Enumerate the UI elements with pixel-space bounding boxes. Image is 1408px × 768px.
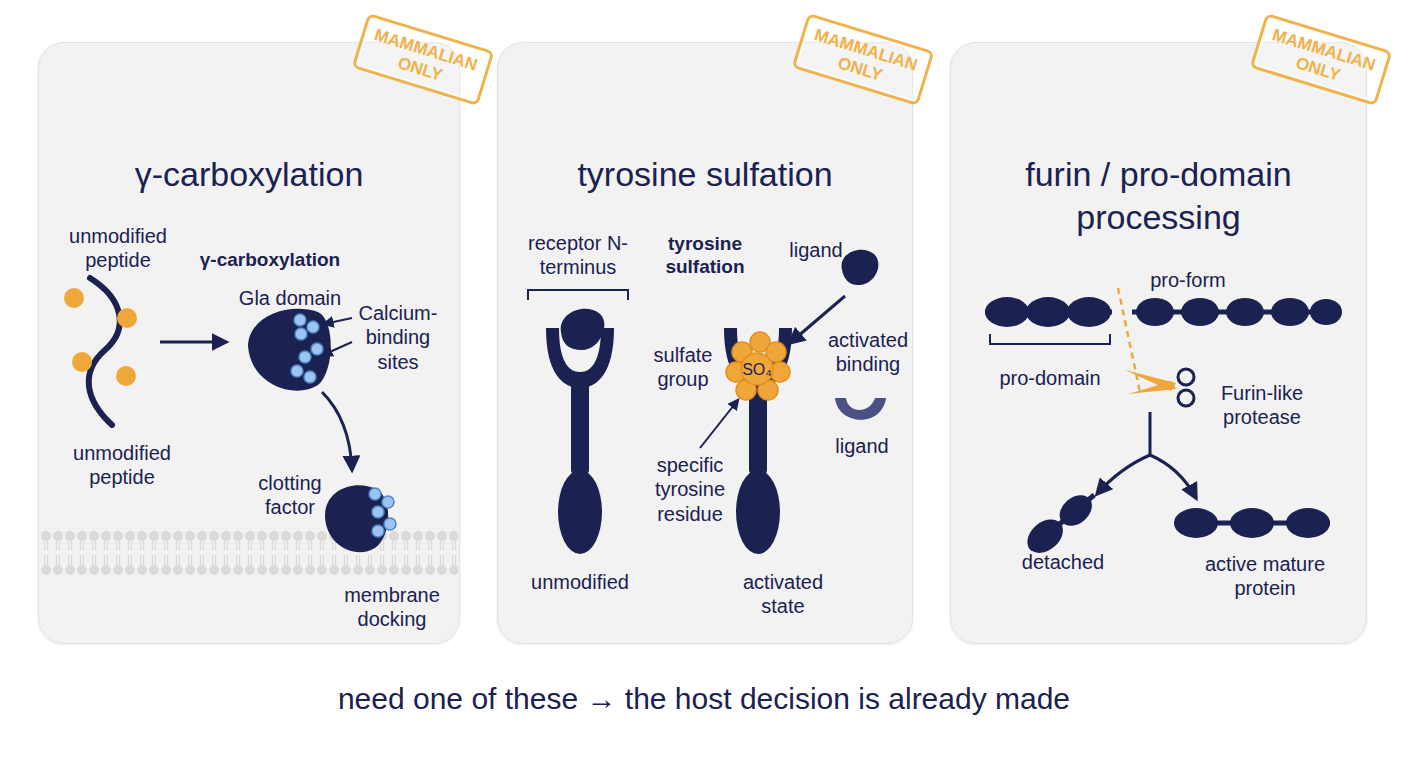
calcium-sites xyxy=(291,314,323,383)
carboxylation-illustration xyxy=(40,278,458,576)
binding-arrow xyxy=(790,296,845,343)
stamp-badge: MAMMALIAN ONLY xyxy=(792,13,935,106)
stamp-badge: MAMMALIAN ONLY xyxy=(1250,13,1393,106)
furin-illustration xyxy=(985,288,1342,560)
process-arrow xyxy=(322,392,352,470)
receptor-shape xyxy=(724,328,792,554)
sulfation-illustration xyxy=(528,250,886,554)
stamp-text: MAMMALIAN ONLY xyxy=(801,24,925,96)
leader-arrow xyxy=(324,318,352,324)
scissors-icon xyxy=(1125,369,1194,406)
residue-bead xyxy=(116,366,136,386)
caption: need one of these → the host decision is… xyxy=(0,682,1408,716)
residue-bead xyxy=(72,352,92,372)
bracket xyxy=(528,290,628,300)
modification-card: γ-carboxylationMAMMALIAN ONLY xyxy=(38,42,460,644)
ligand-blob xyxy=(561,309,605,350)
leader-arrow xyxy=(323,342,352,355)
residue-bead xyxy=(117,308,137,328)
split-arrow xyxy=(1149,412,1152,455)
modification-card: tyrosine sulfationMAMMALIAN ONLY xyxy=(497,42,913,644)
bracket xyxy=(990,334,1110,344)
modification-card: furin / pro-domain processingMAMMALIAN O… xyxy=(950,42,1367,644)
stamp-badge: MAMMALIAN ONLY xyxy=(352,13,495,106)
card-title: γ-carboxylation xyxy=(39,153,459,196)
split-arrow xyxy=(1150,455,1196,498)
peptide-strand xyxy=(89,278,120,425)
process-arrow xyxy=(160,341,226,344)
clotting-factor-shape xyxy=(325,485,388,552)
residue-bead xyxy=(64,288,84,308)
ligand-blob xyxy=(842,250,879,285)
chain-line xyxy=(985,310,1112,315)
split-arrow xyxy=(1097,455,1150,494)
cut-line xyxy=(1118,288,1140,392)
card-title: tyrosine sulfation xyxy=(498,153,912,196)
leader-arrow xyxy=(700,400,738,448)
mature-protein-beads xyxy=(1174,508,1330,538)
stamp-text: MAMMALIAN ONLY xyxy=(1259,24,1383,96)
chain-line xyxy=(1132,310,1332,315)
chain-line xyxy=(1178,521,1330,526)
membrane-bilayer xyxy=(40,530,458,576)
pro-domain-beads xyxy=(985,297,1111,327)
mature-beads xyxy=(1136,298,1342,326)
card-title: furin / pro-domain processing xyxy=(951,153,1366,239)
sulfate-cluster xyxy=(726,332,790,400)
ligand-crescent xyxy=(835,398,886,420)
calcium-sites xyxy=(369,488,396,537)
gla-domain-shape xyxy=(248,309,331,391)
receptor-shape xyxy=(546,328,614,554)
stamp-text: MAMMALIAN ONLY xyxy=(361,24,485,96)
detached-fragment xyxy=(1021,484,1103,559)
